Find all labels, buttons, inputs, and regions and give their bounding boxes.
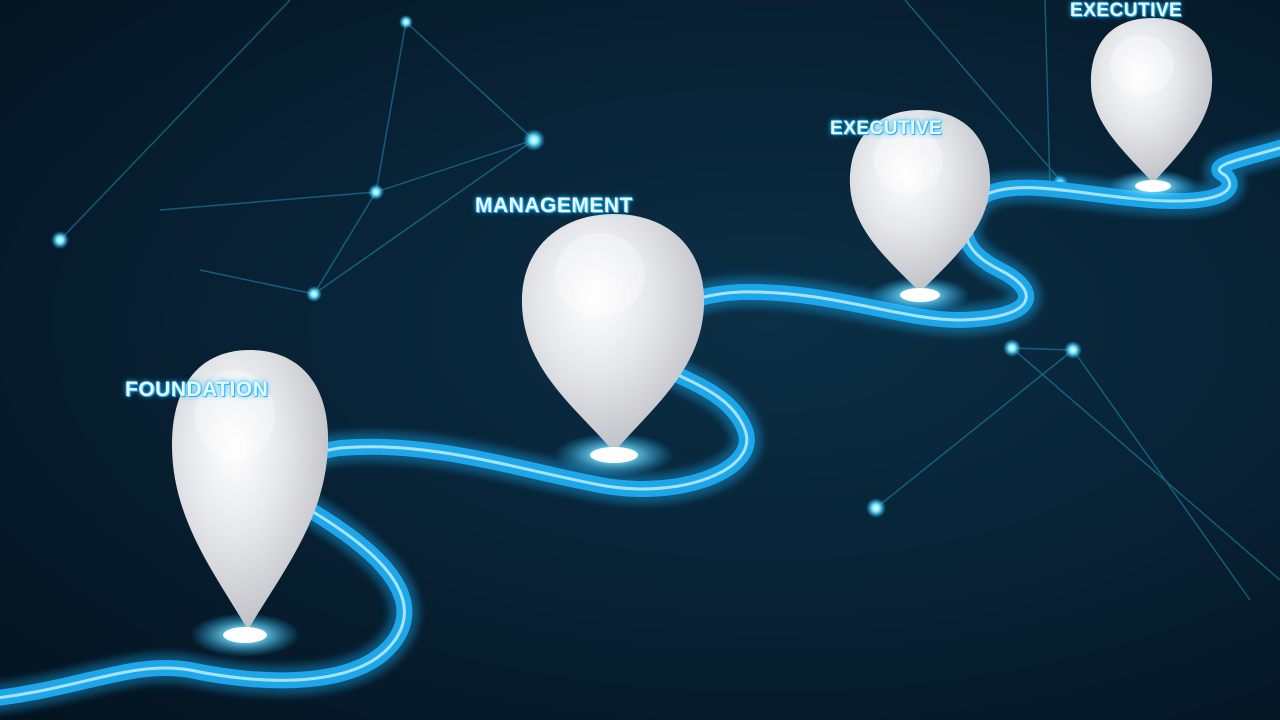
location-pin-icon	[849, 110, 991, 292]
milestone-label-2: MANAGEMENT	[475, 194, 633, 217]
location-pin-icon	[1090, 18, 1213, 183]
milestone-pin-2	[521, 214, 705, 477]
location-pin-icon	[521, 214, 705, 452]
network-lines	[59, 0, 1280, 601]
milestone-pin-1	[172, 350, 329, 657]
milestone-label-3: EXECUTIVE	[830, 118, 943, 139]
milestone-pin-3	[849, 110, 991, 313]
milestone-label-4: EXECUTIVE	[1070, 0, 1183, 21]
glowing-road-path	[0, 132, 1280, 713]
location-pin-icon	[172, 350, 329, 630]
milestone-pin-4	[1090, 18, 1213, 202]
milestone-label-1: FOUNDATION	[125, 378, 269, 401]
